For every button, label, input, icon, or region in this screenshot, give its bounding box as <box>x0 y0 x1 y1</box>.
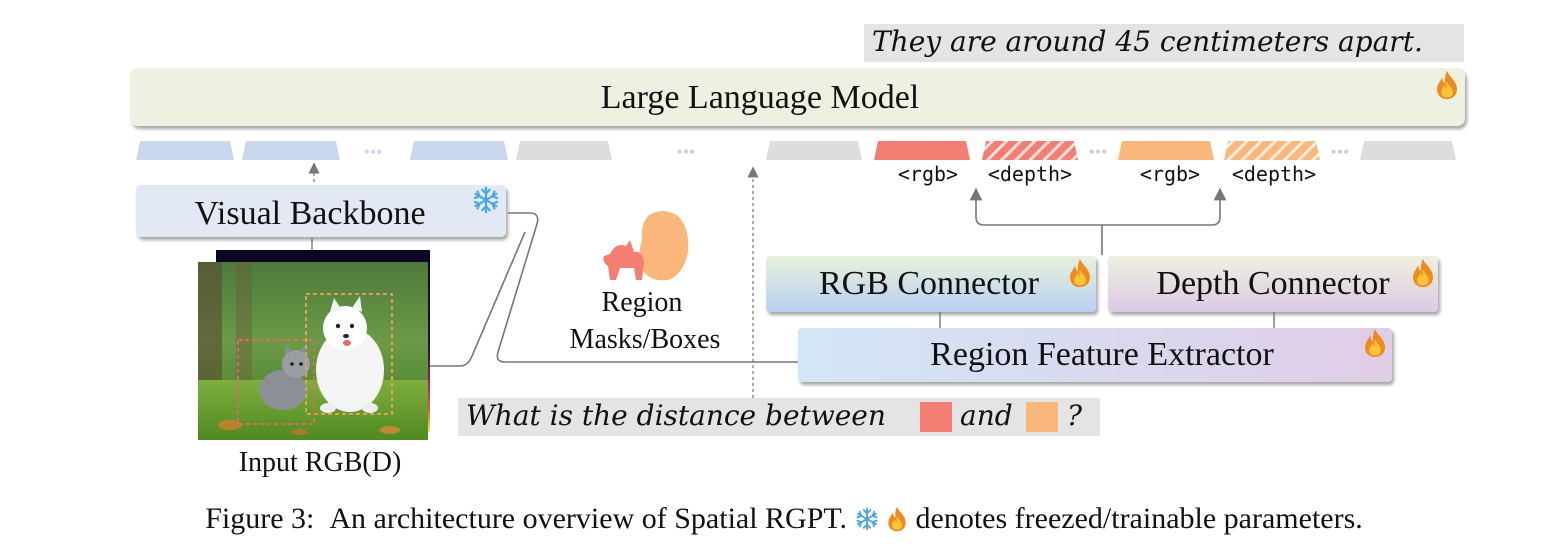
token-rgb-1 <box>874 141 970 160</box>
input-image-group <box>198 250 430 440</box>
cat-region-box <box>237 339 315 425</box>
llm-box <box>130 68 1465 126</box>
token-row: ••• ••• ••• ••• <box>136 141 1456 162</box>
region-masks-line2: Masks/Boxes <box>570 324 721 355</box>
answer-text-box <box>864 24 1464 62</box>
token-label-rgb-2: <rgb> <box>1140 162 1200 186</box>
region-feature-extractor-box <box>798 328 1392 382</box>
caption-suffix: denotes freezed/trainable parameters. <box>915 502 1363 536</box>
token-visual-2 <box>242 141 340 160</box>
dog-shape <box>316 328 384 412</box>
region-masks-icon <box>603 211 689 281</box>
token-label-depth-2: <depth> <box>1232 162 1316 186</box>
answer-text: They are around 45 centimeters apart. <box>872 25 1423 58</box>
token-rgb-2 <box>1118 141 1214 160</box>
caption-snowflake-icon <box>855 507 878 531</box>
backbone-to-extractor-line <box>496 212 798 363</box>
cat-shape <box>259 370 307 410</box>
question-box <box>458 398 1100 436</box>
token-ellipsis-3: ••• <box>1089 142 1108 162</box>
token-ellipsis-2: ••• <box>677 142 696 162</box>
connector-arrows <box>969 187 1227 255</box>
caption-text: An architecture overview of Spatial RGPT… <box>329 502 848 536</box>
rgb-connector-box <box>766 256 1096 312</box>
token-label-depth-1: <depth> <box>988 162 1072 186</box>
token-ellipsis-1: ••• <box>364 142 383 162</box>
question-after: ? <box>1067 399 1083 432</box>
token-label-rgb-1: <rgb> <box>898 162 958 186</box>
region-feature-extractor-label: Region Feature Extractor <box>930 336 1274 373</box>
question-middle: and <box>960 399 1013 432</box>
dog-region-box <box>305 293 393 415</box>
question-before: What is the distance between <box>466 399 886 432</box>
depth-connector-label: Depth Connector <box>1156 265 1390 302</box>
llm-label: Large Language Model <box>601 79 919 116</box>
token-visual-3 <box>410 141 508 160</box>
token-depth-2 <box>1224 141 1320 160</box>
input-label: Input RGB(D) <box>239 447 402 478</box>
visual-backbone-box <box>136 185 506 237</box>
caption-prefix: Figure 3: <box>205 502 315 536</box>
token-visual-1 <box>136 141 234 160</box>
token-text-1 <box>516 141 612 160</box>
rgb-connector-label: RGB Connector <box>819 265 1040 302</box>
caption-fire-icon <box>888 506 906 532</box>
token-ellipsis-4: ••• <box>1331 142 1350 162</box>
token-depth-1 <box>982 141 1078 160</box>
architecture-diagram: They are around 45 centimeters apart. La… <box>130 24 1465 478</box>
question-orange-swatch <box>1026 402 1058 432</box>
region-masks-line1: Region <box>602 287 683 318</box>
image-to-backbone-curve <box>430 231 526 367</box>
figure-caption: Figure 3: An architecture overview of Sp… <box>0 500 1568 536</box>
depth-connector-box <box>1108 256 1438 312</box>
token-text-2 <box>766 141 862 160</box>
visual-backbone-label: Visual Backbone <box>194 195 425 232</box>
question-red-swatch <box>920 402 952 432</box>
token-text-3 <box>1360 141 1456 160</box>
